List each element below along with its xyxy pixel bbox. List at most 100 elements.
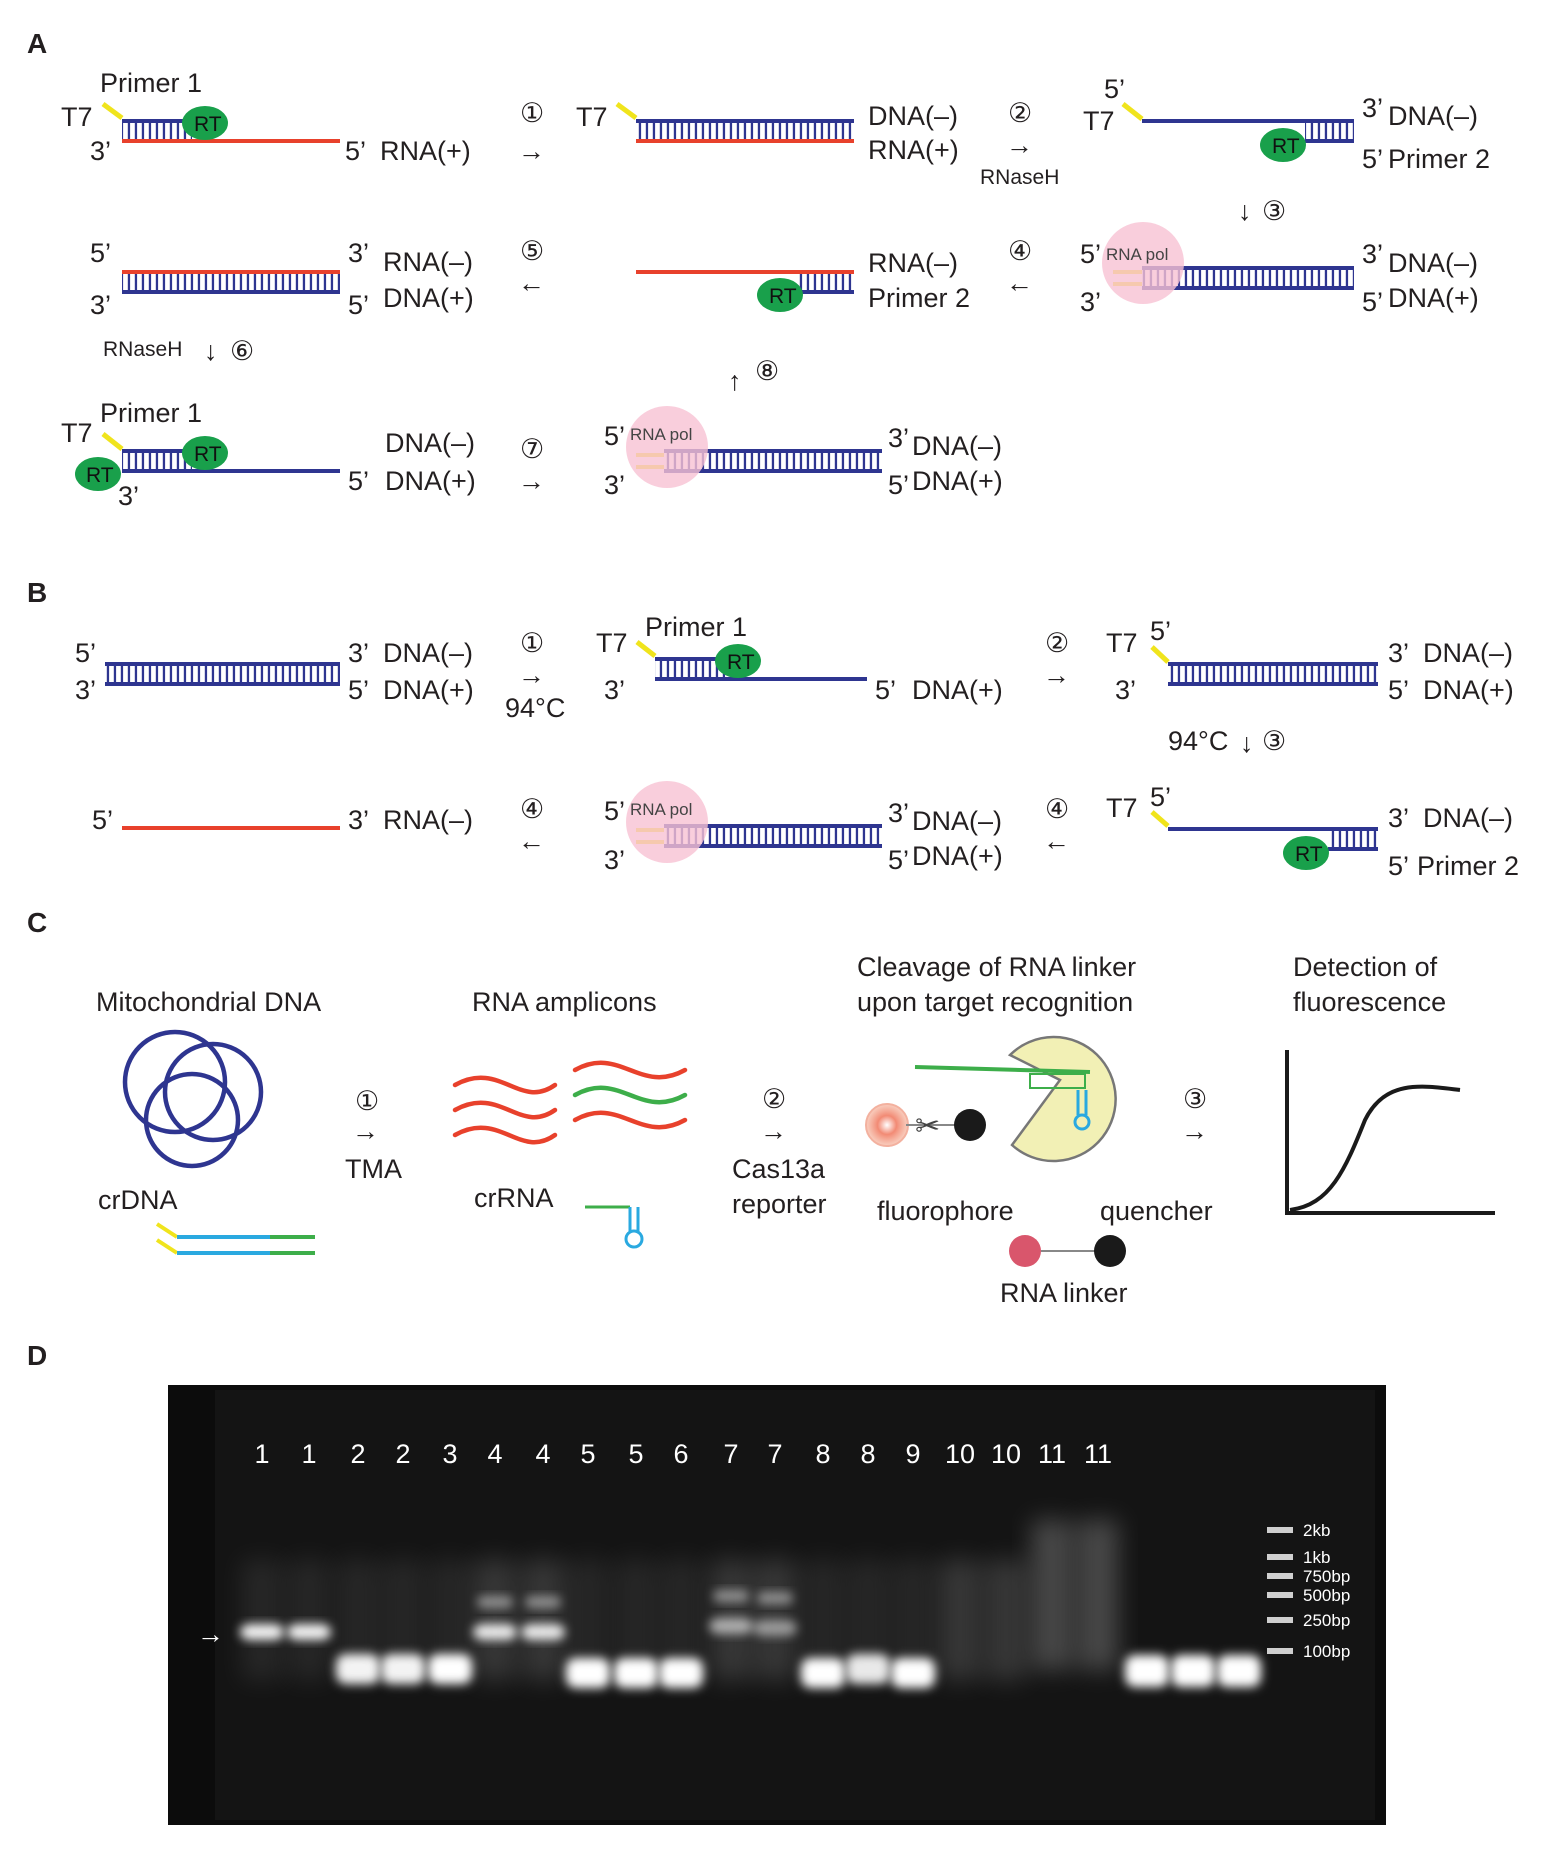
arrow-left-icon: ←	[518, 826, 545, 856]
fluorophore	[1009, 1235, 1041, 1267]
gel-band	[1217, 1655, 1261, 1687]
strand-label: DNA(+)	[1388, 283, 1479, 313]
arrow-right-icon: →	[1006, 130, 1033, 160]
ladder-label: 750bp	[1303, 1567, 1350, 1586]
strand-label: RNA(–)	[383, 805, 473, 835]
end-label: 5’	[348, 675, 369, 705]
arrow-right-icon: →	[1181, 1116, 1208, 1146]
step-number: ⑧	[755, 356, 779, 386]
arrow-up-icon: ↑	[728, 366, 742, 396]
arrow-down-icon: ↓	[1238, 196, 1252, 226]
dna-strand	[664, 469, 882, 473]
lane-smear	[242, 1560, 282, 1680]
quencher	[954, 1109, 986, 1141]
rna-strand	[636, 139, 854, 143]
base-pairs	[1305, 123, 1354, 139]
step-number: ③	[1183, 1084, 1207, 1114]
end-label: 3’	[888, 798, 909, 828]
lane-label: 11	[1038, 1439, 1066, 1469]
a-step5-hybrid: 5’ 3’ 3’ RNA(–) 5’ DNA(+)	[90, 238, 474, 320]
strand-label: DNA(+)	[912, 466, 1003, 496]
rna-linker-label: RNA linker	[1000, 1278, 1128, 1308]
ladder-label: 2kb	[1303, 1521, 1330, 1540]
a-step6-primer1: RT RT Primer 1 T7 3’ DNA(–) 5’ DNA(+)	[61, 398, 476, 511]
arrow-right-icon: →	[518, 466, 545, 496]
crdna-duplex	[155, 1222, 315, 1255]
arrow-left-icon: ←	[1043, 826, 1070, 856]
end-label: 3’	[1388, 803, 1409, 833]
crrna-target-pairing	[1029, 1073, 1086, 1089]
rna-pol-label: RNA pol	[1106, 245, 1168, 264]
end-label: 3’	[1115, 675, 1136, 705]
strand-label: DNA(–)	[1388, 248, 1478, 278]
gel-band	[1125, 1655, 1169, 1687]
tma-label: TMA	[345, 1154, 402, 1184]
base-pairs	[1142, 270, 1354, 286]
step-number: ②	[762, 1084, 786, 1114]
dna-strand	[105, 682, 340, 686]
plasmid-circle	[122, 1029, 228, 1135]
arrow-left-icon: ←	[1006, 268, 1033, 298]
ladder-band	[1267, 1554, 1293, 1560]
end-label: 3’	[1080, 287, 1101, 317]
rna-strand	[122, 139, 340, 143]
end-label: 3’	[1362, 93, 1383, 123]
arrow-left-icon: ←	[518, 268, 545, 298]
primer-strand	[122, 119, 192, 123]
arrow-right-icon: →	[518, 136, 545, 166]
dna-strand	[1142, 286, 1354, 290]
end-label: 5’	[90, 238, 111, 268]
strand-label: DNA(+)	[383, 675, 474, 705]
primer-strand	[655, 657, 725, 661]
fluorescence-curve	[1285, 1050, 1495, 1215]
t7-tail	[101, 432, 124, 451]
rt-enzyme	[182, 106, 228, 140]
plasmid-circle	[162, 1041, 264, 1143]
lane-label: 11	[1084, 1439, 1112, 1469]
crdna-label: crDNA	[98, 1185, 178, 1215]
base-pairs	[105, 666, 340, 682]
lane-label: 9	[905, 1439, 920, 1469]
gel-band	[428, 1654, 472, 1684]
mito-dna-title: Mitochondrial DNA	[96, 987, 321, 1017]
base-pairs	[798, 274, 854, 290]
t7-tail	[1150, 645, 1170, 664]
a-step1-hybrid: T7 DNA(–) RNA(+)	[576, 101, 959, 165]
base-pairs	[122, 123, 192, 139]
end-label: 3’	[90, 136, 111, 166]
a-step1-template: RT Primer 1 T7 3’ 5’ RNA(+)	[61, 68, 471, 166]
gel-band	[473, 1624, 517, 1640]
reporter	[1009, 1235, 1126, 1267]
gel-band	[1171, 1655, 1215, 1687]
gel-band	[336, 1654, 380, 1684]
temperature-label: 94°C	[505, 693, 565, 723]
rna-strand	[122, 270, 340, 274]
rna-wave	[452, 1100, 558, 1120]
fluorophore-label: fluorophore	[877, 1196, 1014, 1226]
strand-label: DNA(–)	[912, 431, 1002, 461]
lane-smear	[475, 1560, 515, 1680]
end-label: 5’	[345, 136, 366, 166]
lane-label: 3	[442, 1439, 457, 1469]
t7-tail	[615, 101, 638, 121]
enzyme-label: RNaseH	[980, 166, 1059, 189]
lane-label: 7	[723, 1439, 738, 1469]
lane-smear	[1032, 1520, 1072, 1670]
end-label: 3’	[348, 805, 369, 835]
rt-label: RT	[86, 464, 114, 487]
ladder-band	[1267, 1573, 1293, 1579]
rna-wave	[452, 1125, 558, 1145]
end-label: 3’	[348, 638, 369, 668]
rt-enzyme	[757, 278, 803, 312]
strand-label: DNA(–)	[385, 428, 475, 458]
step-number: ⑤	[520, 236, 544, 266]
step-number: ①	[355, 1086, 379, 1116]
end-label: 3’	[1388, 638, 1409, 668]
plasmid-circle	[143, 1071, 241, 1169]
end-label: 5’	[1150, 782, 1171, 812]
lane-label: 4	[487, 1439, 502, 1469]
lane-label: 4	[535, 1439, 550, 1469]
dna-strand	[636, 119, 854, 123]
curve-axes	[1285, 1050, 1495, 1215]
rna-wave	[572, 1060, 688, 1080]
